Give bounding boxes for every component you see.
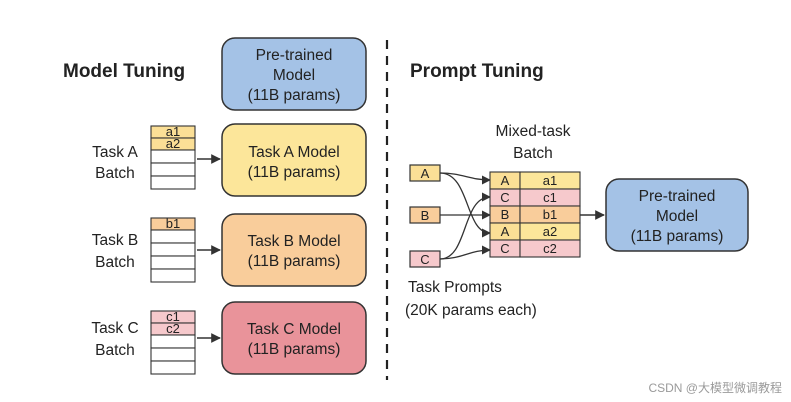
batch-row-4-example: a2 xyxy=(543,224,557,239)
task-a-empty-row-1 xyxy=(150,149,196,164)
batch-row-5-example: c2 xyxy=(543,241,557,256)
prompt-tuning-heading: Prompt Tuning xyxy=(410,61,544,82)
task-a-empty-row-3 xyxy=(150,175,196,190)
task-a-batch-label-1: Task A xyxy=(92,144,138,161)
task-c-model-line-1: Task C Model xyxy=(247,321,341,338)
mt-pretrained-line-1: Pre-trained xyxy=(256,47,333,64)
task-c-batch-label-1: Task C xyxy=(91,320,138,337)
prompt-connectors xyxy=(439,172,491,260)
task-b-batch-label-2: Batch xyxy=(95,254,135,271)
task-a-group: Task A Batch a1 a2 Task A Model (11B par… xyxy=(92,123,367,197)
task-prompt-a: A xyxy=(409,164,441,182)
task-b-cell-1: b1 xyxy=(166,216,180,231)
task-b-model-line-1: Task B Model xyxy=(247,233,340,250)
task-a-model-line-1: Task A Model xyxy=(248,144,339,161)
pt-pretrained-line-3: (11B params) xyxy=(631,228,724,245)
task-b-model-box xyxy=(221,213,367,287)
task-prompt-b: B xyxy=(409,206,441,224)
task-b-group: Task B Batch b1 Task B Model (11B params… xyxy=(92,213,367,287)
batch-row-3-example: b1 xyxy=(543,207,557,222)
task-b-empty-row-1 xyxy=(150,229,196,244)
batch-row-1-example: a1 xyxy=(543,173,557,188)
task-b-empty-row-3 xyxy=(150,255,196,270)
task-a-empty-row-2 xyxy=(150,162,196,177)
model-tuning-heading: Model Tuning xyxy=(63,61,185,82)
task-a-batch-label-2: Batch xyxy=(95,165,135,182)
task-b-batch-table: b1 xyxy=(150,216,196,283)
task-prompt-c: C xyxy=(409,250,441,268)
task-a-cell-2: a2 xyxy=(166,136,180,151)
connector-c-row2 xyxy=(439,192,491,260)
task-c-batch-label-2: Batch xyxy=(95,342,135,359)
task-c-empty-row-1 xyxy=(150,334,196,349)
pt-pretrained-line-2: Model xyxy=(656,208,698,225)
task-a-model-box xyxy=(221,123,367,197)
task-c-cell-1: c1 xyxy=(166,309,180,324)
mixed-task-batch-table: A a1 C c1 B b1 A a2 C c2 xyxy=(489,171,581,258)
mt-pretrained-model: Pre-trained Model (11B params) xyxy=(221,37,367,111)
task-c-empty-row-2 xyxy=(150,347,196,362)
task-c-empty-row-3 xyxy=(150,360,196,375)
pt-pretrained-model: Pre-trained Model (11B params) xyxy=(605,178,749,252)
task-c-cell-2: c2 xyxy=(166,321,180,336)
batch-row-5-prompt: C xyxy=(500,241,509,256)
task-a-cell-1: a1 xyxy=(166,124,180,139)
task-c-batch-table: c1 c2 xyxy=(150,309,196,375)
connector-a-row4 xyxy=(439,172,491,238)
task-prompts-label: Task Prompts xyxy=(408,279,502,296)
watermark: CSDN @大模型微调教程 xyxy=(648,380,782,395)
batch-row-1-prompt: A xyxy=(501,173,510,188)
pt-pretrained-line-1: Pre-trained xyxy=(639,188,716,205)
mt-pretrained-line-3: (11B params) xyxy=(248,87,341,104)
task-a-batch-table: a1 a2 xyxy=(150,124,196,190)
task-c-group: Task C Batch c1 c2 Task C Model (11B par… xyxy=(91,301,367,375)
task-b-batch-label-1: Task B xyxy=(92,232,139,249)
batch-row-2-prompt: C xyxy=(500,190,509,205)
task-prompt-b-label: B xyxy=(421,208,430,223)
batch-row-2-example: c1 xyxy=(543,190,557,205)
mixed-batch-title-2: Batch xyxy=(513,145,553,162)
mt-pretrained-line-2: Model xyxy=(273,67,315,84)
task-b-model-line-2: (11B params) xyxy=(248,253,341,270)
task-b-empty-row-2 xyxy=(150,242,196,257)
mixed-batch-title-1: Mixed-task xyxy=(496,123,571,140)
task-prompt-a-label: A xyxy=(421,166,430,181)
task-c-model-box xyxy=(221,301,367,375)
task-c-model-line-2: (11B params) xyxy=(248,341,341,358)
task-prompt-c-label: C xyxy=(420,252,429,267)
batch-row-3-prompt: B xyxy=(501,207,510,222)
task-b-empty-row-4 xyxy=(150,268,196,283)
batch-row-4-prompt: A xyxy=(501,224,510,239)
connector-c-row5 xyxy=(439,245,491,260)
task-prompts-params: (20K params each) xyxy=(405,302,537,319)
task-a-model-line-2: (11B params) xyxy=(248,164,341,181)
